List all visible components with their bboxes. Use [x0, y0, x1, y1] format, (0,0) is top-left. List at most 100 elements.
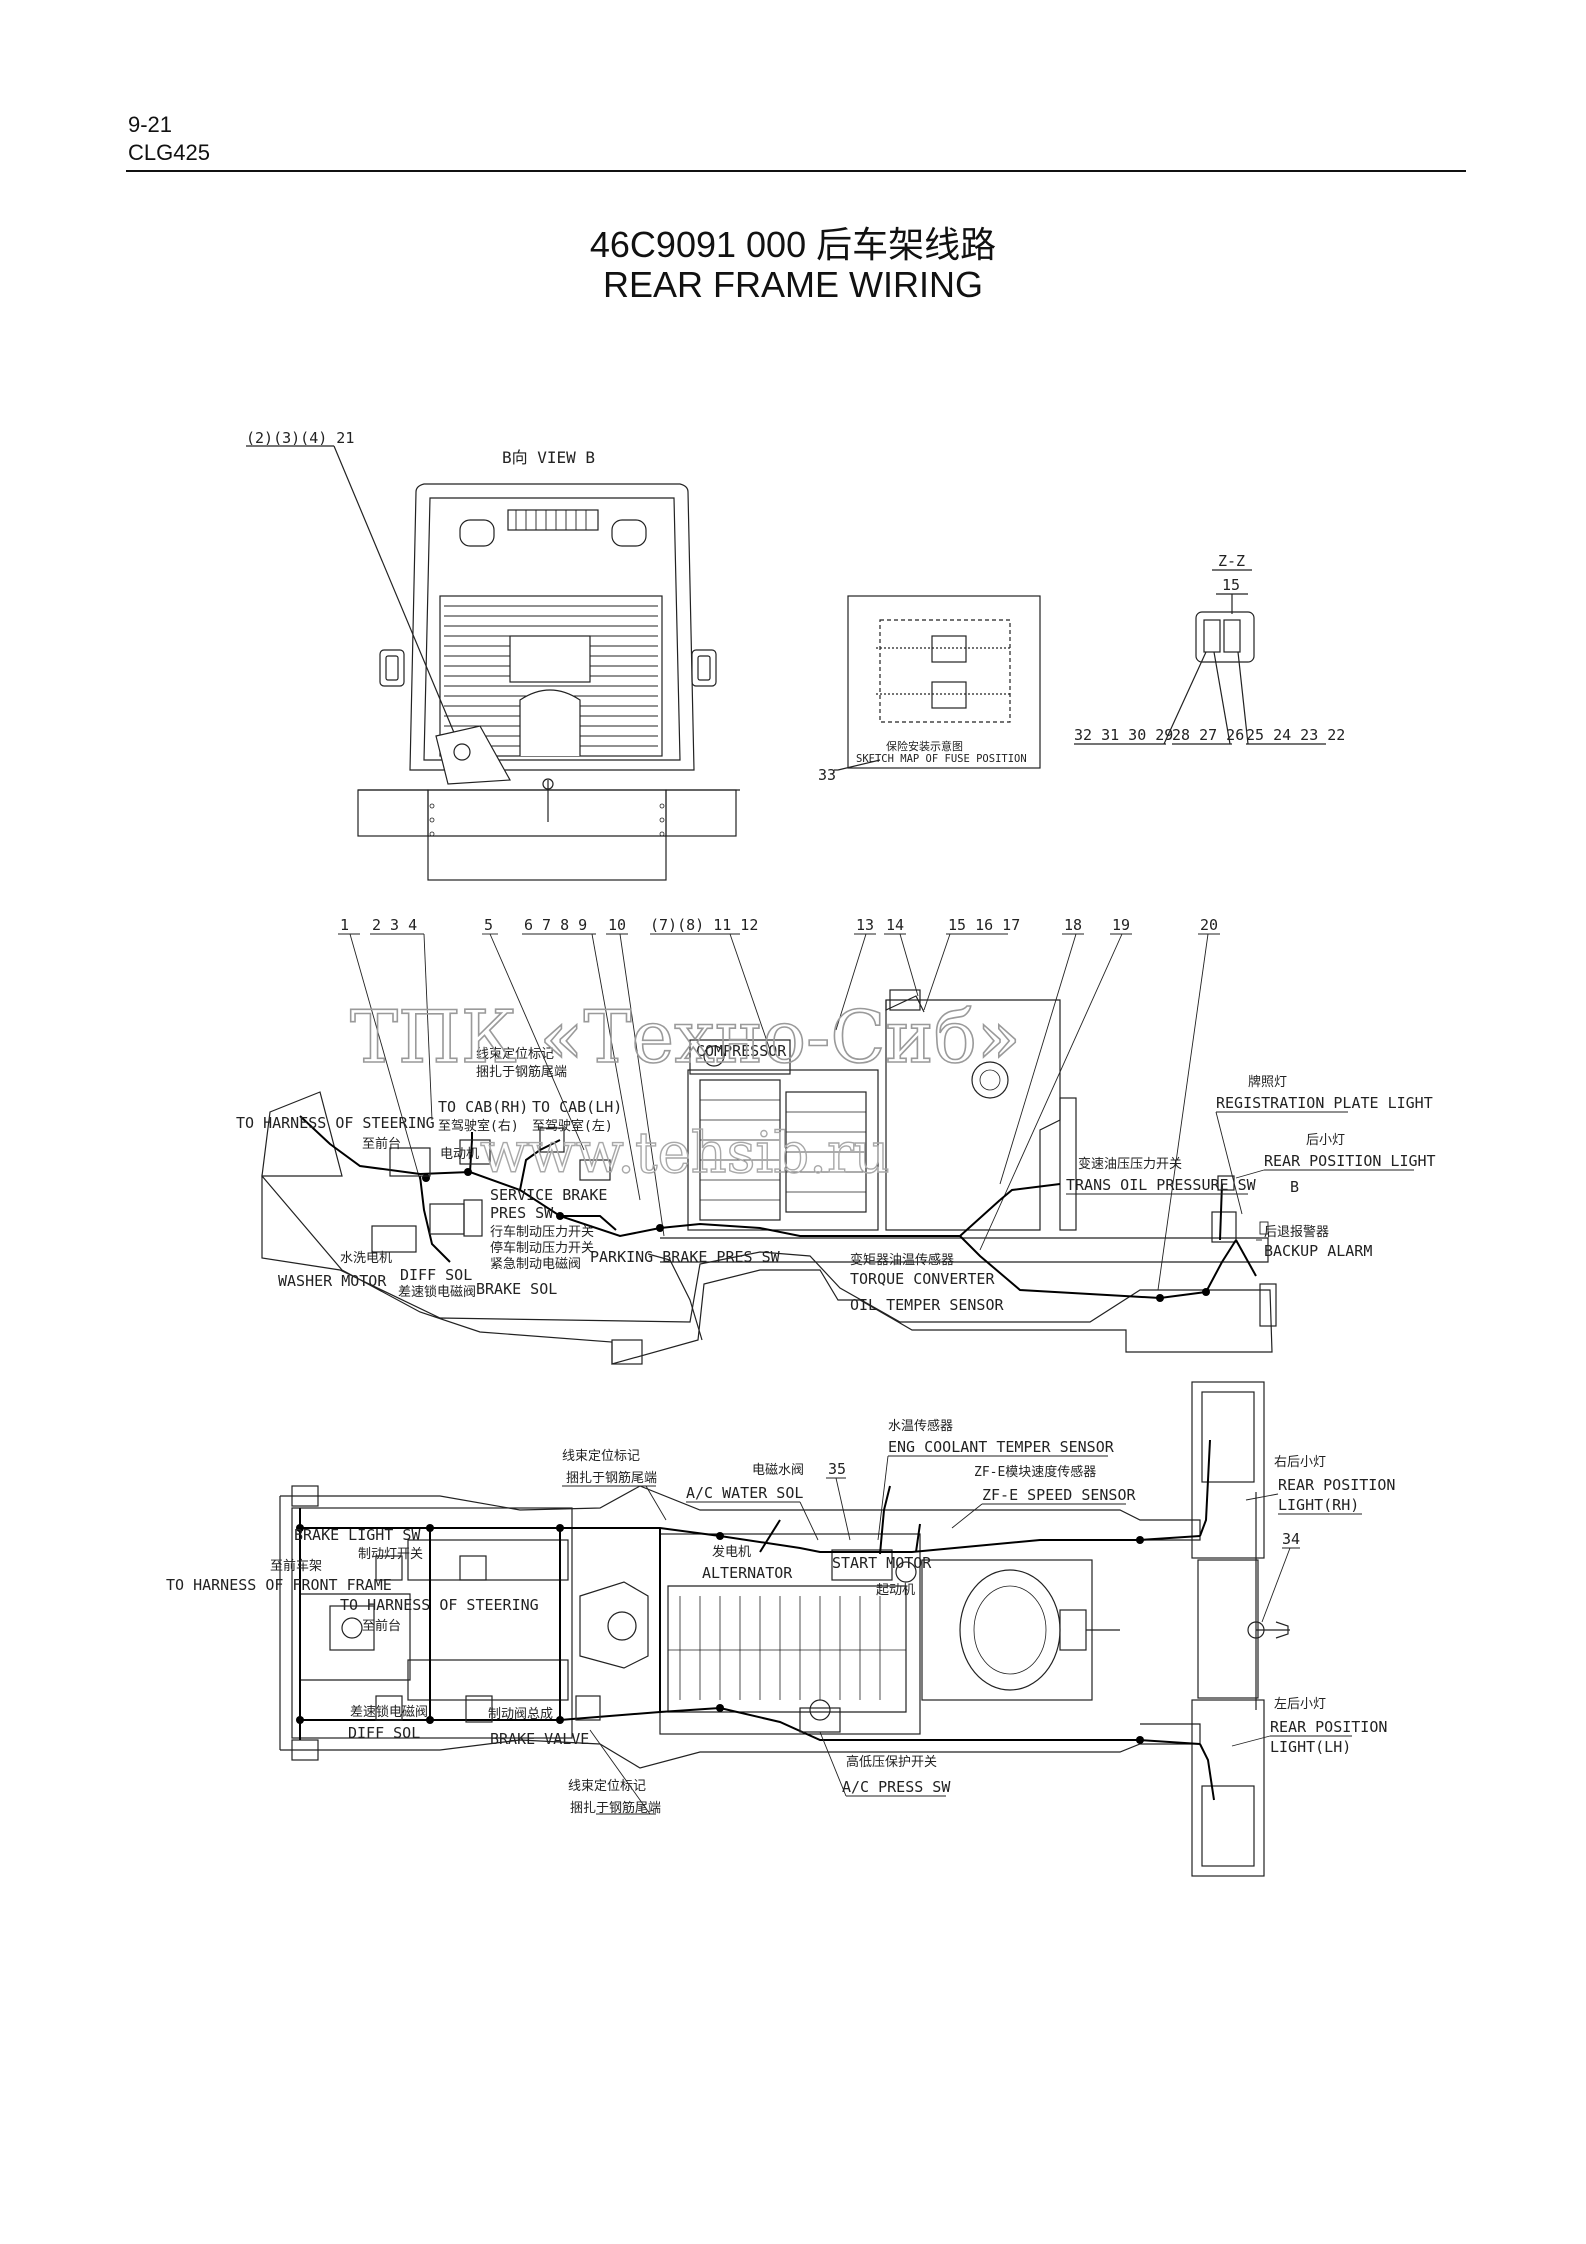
label-b-marker: B — [1290, 1178, 1299, 1196]
label-compressor: COMPRESSOR — [696, 1042, 787, 1060]
callout-19: 19 — [1112, 916, 1130, 934]
label-to-cab-lh: TO CAB(LH) — [532, 1098, 622, 1116]
label-oil-temper: OIL TEMPER SENSOR — [850, 1296, 1004, 1314]
label-eng-coolant: ENG COOLANT TEMPER SENSOR — [888, 1438, 1115, 1456]
callout-15-17: 15 16 17 — [948, 916, 1020, 934]
label-zf-speed-cn: ZF-E模块速度传感器 — [974, 1464, 1096, 1480]
label-pres-sw: PRES SW — [490, 1204, 554, 1222]
label-brake-light-cn: 制动灯开关 — [358, 1547, 423, 1562]
header-rule — [126, 170, 1466, 172]
label-brake-valve: BRAKE VALVE — [490, 1730, 589, 1748]
view-b-caption: B向 VIEW B — [502, 448, 595, 467]
label-parking-brake-pres: PARKING BRAKE PRES SW — [590, 1248, 781, 1266]
section-z-z: Z-Z 15 32 31 30 29 28 27 26 25 24 23 22 — [1074, 552, 1345, 745]
label-ac-water: A/C WATER SOL — [686, 1484, 803, 1502]
zz-mid-numbers: 28 27 26 — [1172, 726, 1244, 744]
label-plate-light: REGISTRATION PLATE LIGHT — [1216, 1094, 1433, 1112]
label-brake-sol: BRAKE SOL — [476, 1280, 557, 1298]
label-washer-motor-cn: 水洗电机 — [340, 1251, 392, 1266]
label-front-frame-cn: 至前车架 — [270, 1558, 322, 1574]
label-to-cab-lh-cn: 至驾驶室(左) — [532, 1118, 613, 1134]
label-diff-sol: DIFF SOL — [400, 1266, 472, 1284]
label-to-harness-steering: TO HARNESS OF STEERING — [236, 1114, 435, 1132]
zz-callout: 15 — [1222, 576, 1240, 594]
label-torque-cn: 变矩器油温传感器 — [850, 1252, 954, 1268]
fuse-callout: 33 — [818, 766, 836, 784]
label-lh: REAR POSITION — [1270, 1718, 1387, 1736]
callout-34: 34 — [1282, 1530, 1300, 1548]
label-harness-marker-cn: 线束定位标记 — [476, 1047, 554, 1062]
label-rear-pos: REAR POSITION LIGHT — [1264, 1152, 1436, 1170]
label-alternator: ALTERNATOR — [702, 1564, 793, 1582]
label-emergency-brake-cn: 紧急制动电磁阀 — [490, 1257, 581, 1272]
plan-labels: 水温传感器 ENG COOLANT TEMPER SENSOR 电磁水阀 A/C… — [166, 1418, 1395, 1816]
label-plate-light-cn: 牌照灯 — [1248, 1074, 1287, 1090]
label-to-front: TO HARNESS OF FRONT FRAME — [166, 1576, 392, 1594]
callout-11-12: (7)(8) 11 12 — [650, 916, 758, 934]
label-solenoid-cn: 电磁水阀 — [752, 1463, 804, 1478]
label-service-brake-cn: 行车制动压力开关 — [490, 1224, 594, 1240]
title-chinese: 46C9091 000 后车架线路 — [589, 224, 997, 265]
zz-title: Z-Z — [1218, 552, 1245, 570]
label-parking-brake-cn: 停车制动压力开关 — [490, 1240, 594, 1256]
label-torque-conv: TORQUE CONVERTER — [850, 1270, 995, 1288]
label-water-temp-cn: 水温传感器 — [888, 1418, 953, 1434]
label-lh2: LIGHT(LH) — [1270, 1738, 1351, 1756]
label-brake-light: BRAKE LIGHT SW — [294, 1526, 421, 1544]
label-start-motor-cn: 起动机 — [876, 1583, 915, 1598]
label-plan-zhitai: 至前台 — [362, 1618, 401, 1634]
view-b-ref: (2)(3)(4) 21 — [246, 429, 354, 447]
label-service-brake: SERVICE BRAKE — [490, 1186, 607, 1204]
page-number: 9-21 — [128, 112, 173, 137]
label-rh: REAR POSITION — [1278, 1476, 1395, 1494]
label-plan-harness-tie-cn: 捆扎于钢筋尾端 — [566, 1470, 657, 1486]
callout-2-4: 2 3 4 — [372, 916, 417, 934]
label-backup: BACKUP ALARM — [1264, 1242, 1372, 1260]
label-trans-oil-cn: 变速油压压力开关 — [1078, 1156, 1182, 1172]
callout-35: 35 — [828, 1460, 846, 1478]
side-labels: COMPRESSOR TO HARNESS OF STEERING 至前台 线束… — [236, 1042, 1436, 1314]
label-lh-cn: 左后小灯 — [1274, 1697, 1326, 1712]
label-ac-press: A/C PRESS SW — [842, 1778, 951, 1796]
callout-1: 1 — [340, 916, 349, 934]
label-zf-speed: ZF-E SPEED SENSOR — [982, 1486, 1136, 1504]
label-start-motor: START MOTOR — [832, 1554, 932, 1572]
label-ac-press-cn: 高低压保护开关 — [846, 1754, 937, 1770]
zz-left-numbers: 32 31 30 29 — [1074, 726, 1173, 744]
label-rh-cn: 右后小灯 — [1274, 1455, 1326, 1470]
label-plan2-harness-marker-cn: 线束定位标记 — [568, 1779, 646, 1794]
fuse-position-map: 保险安装示意图 SKETCH MAP OF FUSE POSITION 33 — [818, 595, 1041, 784]
label-zhitai: 至前台 — [362, 1136, 401, 1152]
zz-right-numbers: 25 24 23 22 — [1246, 726, 1345, 744]
plan-view — [279, 1381, 1290, 1877]
callout-20: 20 — [1200, 916, 1218, 934]
label-to-steering: TO HARNESS OF STEERING — [340, 1596, 539, 1614]
label-plan2-harness-tie-cn: 捆扎于钢筋尾端 — [570, 1800, 661, 1816]
label-plan-diff-sol: DIFF SOL — [348, 1724, 420, 1742]
label-motor-cn: 电动机 — [440, 1147, 479, 1162]
label-diff-sol-cn: 差速锁电磁阀 — [398, 1284, 476, 1300]
model-code: CLG425 — [128, 140, 210, 165]
label-to-cab-rh: TO CAB(RH) — [438, 1098, 528, 1116]
label-plan-diff-sol-cn: 差速锁电磁阀 — [350, 1704, 428, 1720]
fuse-caption-cn: 保险安装示意图 — [886, 739, 963, 753]
label-brake-valve-cn: 制动阀总成 — [488, 1707, 553, 1722]
callout-18: 18 — [1064, 916, 1082, 934]
watermark-line2: www.tehsib.ru — [480, 1121, 890, 1186]
callout-13: 13 — [856, 916, 874, 934]
callout-5: 5 — [484, 916, 493, 934]
callout-6-9: 6 7 8 9 — [524, 916, 587, 934]
watermark: ТПК «Техно-Сиб» www.tehsib.ru — [349, 994, 1021, 1187]
watermark-line1: ТПК «Техно-Сиб» — [350, 995, 1021, 1079]
fuse-caption-en: SKETCH MAP OF FUSE POSITION — [856, 753, 1027, 765]
label-rear-pos-cn: 后小灯 — [1306, 1133, 1345, 1148]
label-trans-oil: TRANS OIL PRESSURE SW — [1066, 1176, 1257, 1194]
view-b: (2)(3)(4) 21 B向 VIEW B — [246, 429, 740, 881]
label-alternator-cn: 发电机 — [712, 1544, 751, 1560]
callout-14: 14 — [886, 916, 904, 934]
label-to-cab-rh-cn: 至驾驶室(右) — [438, 1118, 519, 1134]
label-harness-tie-cn: 捆扎于钢筋尾端 — [476, 1064, 567, 1080]
callout-10: 10 — [608, 916, 626, 934]
label-backup-cn: 后退报警器 — [1264, 1224, 1329, 1240]
